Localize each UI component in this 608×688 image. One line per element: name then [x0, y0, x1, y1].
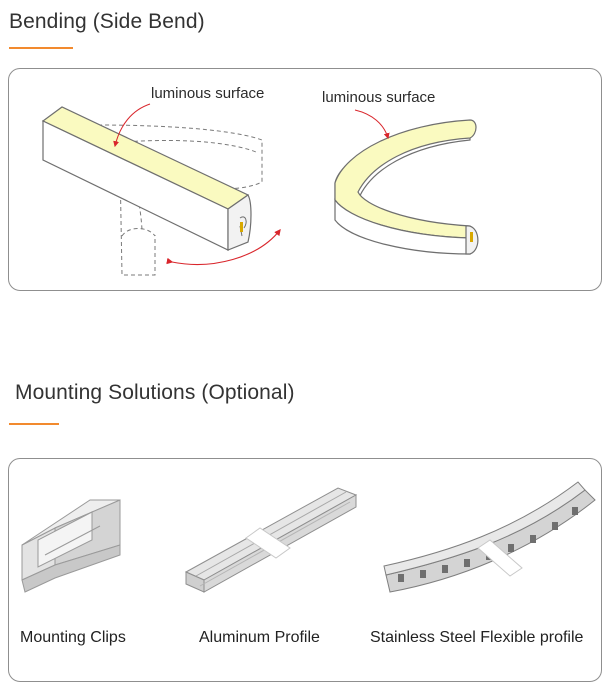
arrow-to-curved-surface: [354, 109, 390, 140]
section-title-mounting: Mounting Solutions (Optional): [15, 381, 295, 404]
aluminum-profile-image: [184, 487, 358, 593]
mounting-clip-image: [21, 499, 121, 593]
bend-direction-arrow: [166, 228, 281, 265]
section-title-bending: Bending (Side Bend): [9, 10, 205, 33]
luminous-surface-label-straight: luminous surface: [151, 85, 265, 102]
section-title-underline: [9, 423, 59, 425]
aluminum-profile-label: Aluminum Profile: [199, 629, 320, 646]
arrow-to-top-face: [113, 103, 151, 148]
stainless-steel-profile-image: [383, 481, 596, 593]
luminous-surface-label-curved: luminous surface: [322, 89, 436, 106]
section-title-underline: [9, 47, 73, 49]
stainless-steel-profile-label: Stainless Steel Flexible profile: [370, 629, 584, 646]
mounting-clips-label: Mounting Clips: [20, 629, 126, 646]
